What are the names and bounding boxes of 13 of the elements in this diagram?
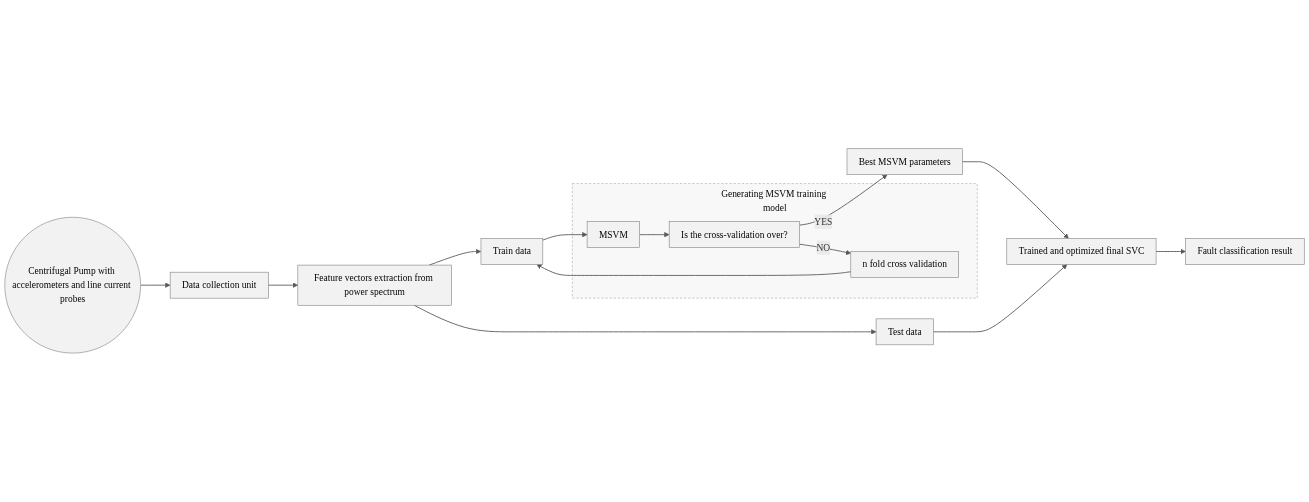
node-box: Trained and optimized final SVC: [1006, 238, 1157, 265]
edge-label: NO: [816, 242, 831, 253]
node-box: n fold cross validation: [850, 251, 959, 278]
node-box: Fault classification result: [1185, 238, 1305, 265]
node-box: Feature vectors extraction from power spectrum: [297, 264, 452, 306]
node-box: Is the cross-validation over?: [668, 221, 800, 249]
node-box: Data collection unit: [169, 271, 269, 299]
node-box: MSVM: [586, 221, 640, 249]
node-box: Test data: [875, 318, 934, 346]
edge-label: YES: [814, 216, 833, 227]
node-circle: Centrifugal Pump with accelerometers and line current probes: [4, 217, 141, 354]
node-box: Train data: [480, 238, 544, 265]
node-box: Best MSVM parameters: [846, 148, 963, 176]
